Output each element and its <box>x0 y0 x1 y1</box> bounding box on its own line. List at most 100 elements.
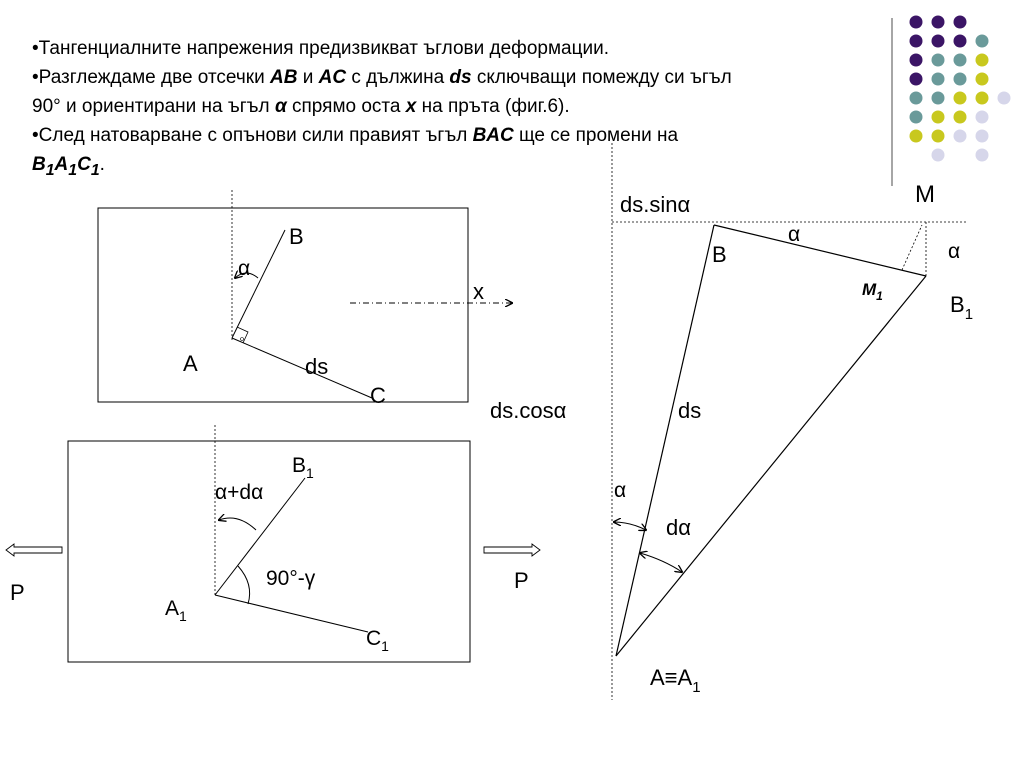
b1-B: B <box>32 154 46 175</box>
decor-dot <box>975 110 989 124</box>
decor-dot <box>953 15 967 29</box>
fig3-label-M: M <box>915 181 935 208</box>
fig2-segment-A1C1 <box>214 594 369 633</box>
fig1-label-A: A <box>183 351 198 376</box>
a1-A: A <box>54 154 69 175</box>
decor-dot <box>909 110 923 124</box>
fig2-label-A1-main: A <box>165 597 179 620</box>
decor-dot <box>975 148 989 162</box>
bullet-4-part-b: ще се промени на <box>513 125 679 146</box>
bullet-2-ds: ds <box>449 67 472 88</box>
fig2-label-P-right: P <box>514 568 529 593</box>
fig2-angle-arrow <box>219 518 257 531</box>
bullet-1: •Тангенциалните напрежения предизвикват … <box>32 34 892 63</box>
bullet-2-ac: AC <box>318 67 347 88</box>
bullet-2: •Разглеждаме две отсечки AB и AC с дължи… <box>32 63 892 92</box>
fig3-label-dalpha: dα <box>666 515 691 540</box>
fig1-label-x: x <box>473 279 484 304</box>
fig2-segment-A1B1 <box>214 477 306 596</box>
fig1-segment-AC <box>231 337 373 399</box>
fig2-label-B1-sub: 1 <box>306 465 314 481</box>
bullet-3-cont: B1A1C1. <box>32 150 892 185</box>
fig3-label-alpha-right: α <box>948 240 960 263</box>
decor-dot <box>909 91 923 105</box>
bullet-1-text: •Тангенциалните напрежения предизвикват … <box>32 38 609 59</box>
decor-dot <box>931 34 945 48</box>
fig3-label-A-A1: A≡A1 <box>650 665 701 696</box>
fig1-label-C: C <box>370 383 386 408</box>
decor-dot <box>953 34 967 48</box>
fig3-label-B1-main: B <box>950 292 965 317</box>
bullet-3-part-a: 90° и ориентирани на ъгъл <box>32 96 275 117</box>
decor-dot <box>909 15 923 29</box>
fig1-segment-AB <box>231 229 286 339</box>
decor-dot <box>909 34 923 48</box>
decor-dot <box>931 15 945 29</box>
a1-sub: 1 <box>68 161 78 179</box>
figure-1: B α A ds C x <box>97 190 512 408</box>
decor-dot <box>953 110 967 124</box>
decor-dot <box>931 129 945 143</box>
right-load-arrow <box>483 543 541 557</box>
fig1-label-alpha: α <box>238 257 250 280</box>
c1-sub: 1 <box>90 161 100 179</box>
decor-dot <box>975 72 989 86</box>
fig2-label-alpha-dalpha: α+dα <box>215 481 263 504</box>
fig1-right-angle-mark <box>236 326 249 344</box>
fig1-right-angle-dot <box>240 337 244 341</box>
fig3-label-M1-sub: 1 <box>876 289 883 303</box>
fig3-label-A-A1-sub: 1 <box>692 679 700 696</box>
fig3-label-M1-main: M <box>862 280 877 299</box>
fig2-right-angle-arc <box>237 565 251 605</box>
decor-dot <box>909 129 923 143</box>
fig2-label-B1: B1 <box>292 454 314 481</box>
fig3-label-B1-sub: 1 <box>965 306 973 323</box>
fig3-label-B1: B1 <box>950 292 973 323</box>
bullet-3: •След натоварване с опънови сили правият… <box>32 121 892 150</box>
decorative-dots <box>891 15 1011 186</box>
fig3-label-alpha-top: α <box>788 223 800 246</box>
fig3-label-B: B <box>712 242 727 267</box>
bullet-2-part-d: сключващи помежду си ъгъл <box>471 67 732 88</box>
decor-dot <box>997 91 1011 105</box>
decor-dot <box>931 148 945 162</box>
decor-dot <box>909 72 923 86</box>
decor-dot <box>953 91 967 105</box>
b1-sub: 1 <box>45 161 55 179</box>
decor-dot <box>931 110 945 124</box>
fig2-label-A1: A1 <box>165 597 187 624</box>
decor-dot <box>953 72 967 86</box>
fig3-segment-BB1 <box>713 224 927 277</box>
fig3-label-M1: M1 <box>862 280 883 303</box>
bullet-2-part-a: •Разглеждаме две отсечки <box>32 67 270 88</box>
decor-dot <box>975 34 989 48</box>
fig3-label-ds-cos: ds.cosα <box>490 398 567 423</box>
fig3-diagonal-dash <box>901 224 923 271</box>
decor-dot <box>909 53 923 67</box>
fig3-dalpha-arc <box>640 553 682 572</box>
fig3-label-ds: ds <box>678 398 701 423</box>
bullet-3-alpha: α <box>274 96 287 117</box>
bullet-2-cont: 90° и ориентирани на ъгъл α спрямо оста … <box>32 92 892 121</box>
bullet-text: •Тангенциалните напрежения предизвикват … <box>32 34 892 185</box>
bullet-4-bac: BAC <box>472 125 514 146</box>
fig2-label-B1-main: B <box>292 454 306 477</box>
fig3-label-alpha-left: α <box>614 479 626 502</box>
bullet-4-part-a: •След натоварване с опънови сили правият… <box>32 125 473 146</box>
fig1-angle-arrow <box>235 273 259 278</box>
decor-dot <box>931 91 945 105</box>
fig2-label-90-gamma: 90°-γ <box>266 567 316 590</box>
figure-3: M ds.sinα α B α M1 B1 ds.cosα ds α dα A≡… <box>490 143 973 700</box>
decor-dot <box>975 91 989 105</box>
fig1-label-B: B <box>289 224 304 249</box>
fig2-label-C1-sub: 1 <box>381 638 389 654</box>
fig2-label-C1: C1 <box>366 627 389 654</box>
fig3-label-A-A1-main: A≡A <box>650 665 693 690</box>
decor-dot <box>975 53 989 67</box>
fig2-frame <box>67 440 471 663</box>
bullet-3-part-c: на пръта (фиг.6). <box>416 96 570 117</box>
fig2-label-P-left: P <box>10 580 25 605</box>
fig3-segment-AB <box>615 224 715 657</box>
fig1-frame <box>97 207 469 403</box>
